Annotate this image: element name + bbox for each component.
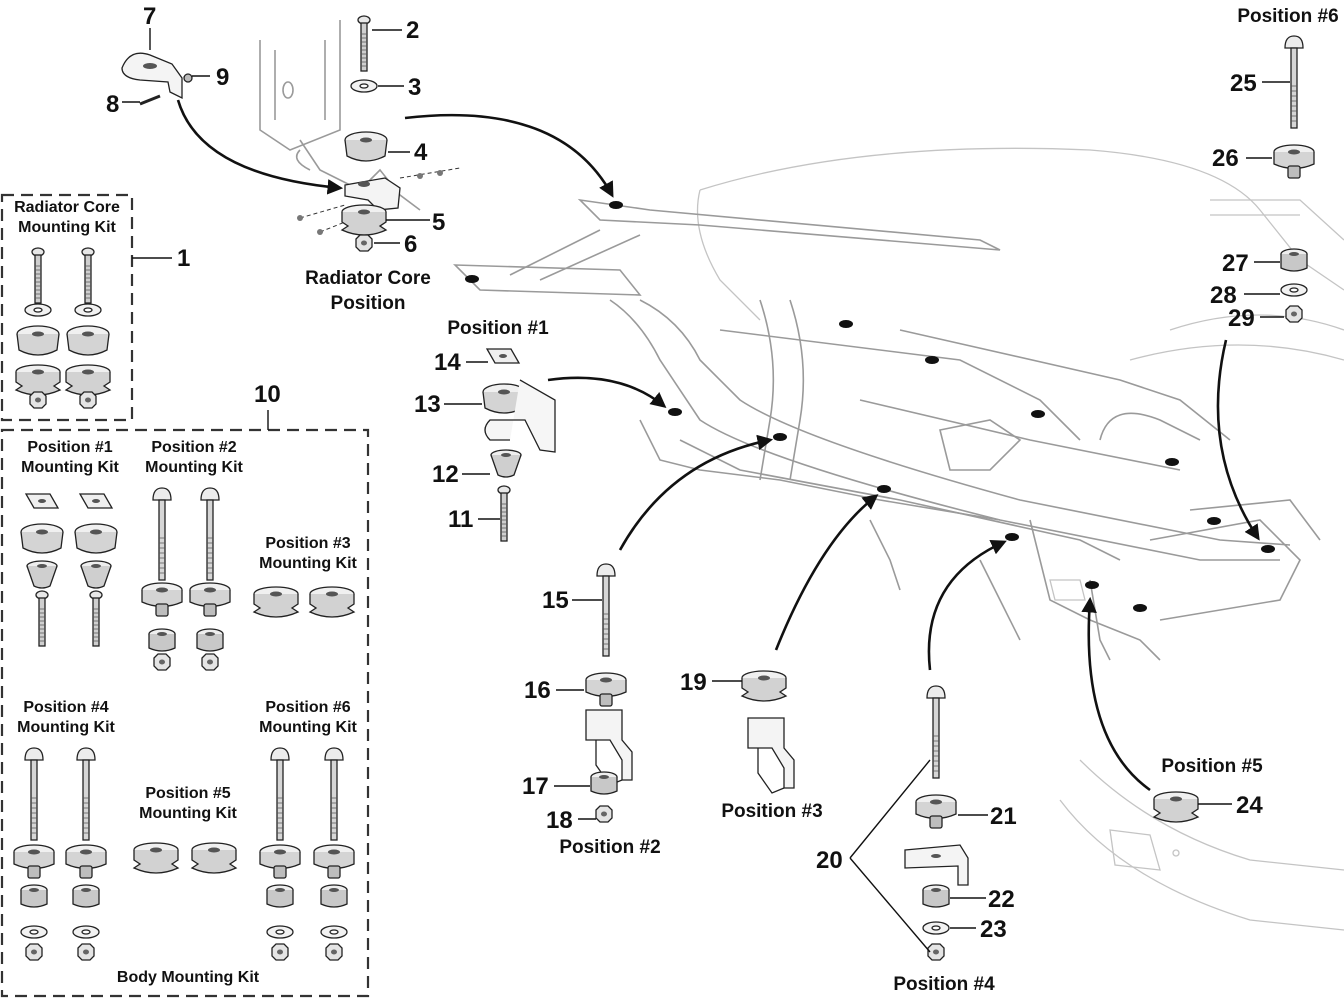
position-3-assembly: [741, 670, 795, 794]
radiator-kit-title-line1: Radiator Core: [14, 199, 120, 216]
radiator-position-label-line1: Radiator Core: [305, 268, 431, 289]
position-6-label: Position #6: [1237, 6, 1338, 27]
kit4-title-line1: Position #4: [23, 699, 108, 716]
callout-3: 3: [408, 74, 421, 101]
kit5-title-line1: Position #5: [145, 785, 230, 802]
text-labels: Radiator Core Mounting Kit Radiator Core…: [14, 6, 1339, 995]
kit5-title-line2: Mounting Kit: [139, 805, 237, 822]
body-mounting-kit-title: Body Mounting Kit: [117, 969, 260, 986]
callout-19: 19: [680, 669, 707, 696]
callout-numbers: 1 2 3 4 5 6 7 8 9 10 11 12 13 14 15 16 1…: [106, 3, 1263, 943]
callout-24: 24: [1236, 792, 1263, 819]
radiator-core-assembly: [121, 15, 461, 252]
position-1-label: Position #1: [447, 318, 549, 339]
callout-4: 4: [414, 139, 428, 166]
kit-position-5-contents: [133, 842, 237, 874]
callout-10: 10: [254, 381, 281, 408]
kit2-title-line2: Mounting Kit: [145, 459, 243, 476]
callout-27: 27: [1222, 250, 1249, 277]
kit6-title-line2: Mounting Kit: [259, 719, 357, 736]
position-5-label: Position #5: [1161, 756, 1263, 777]
callout-18: 18: [546, 807, 573, 834]
position-6-assembly: [1273, 35, 1315, 323]
callout-16: 16: [524, 677, 551, 704]
callout-17: 17: [522, 773, 549, 800]
callout-28: 28: [1210, 282, 1237, 309]
callout-6: 6: [404, 231, 417, 258]
callout-14: 14: [434, 349, 461, 376]
callout-12: 12: [432, 461, 459, 488]
callout-22: 22: [988, 886, 1015, 913]
position-4-label: Position #4: [893, 974, 995, 995]
kit3-title-line2: Mounting Kit: [259, 555, 357, 572]
position-2-assembly: [585, 563, 633, 823]
kit2-title-line1: Position #2: [151, 439, 236, 456]
radiator-position-label-line2: Position: [331, 293, 406, 314]
callout-11: 11: [448, 506, 473, 533]
callout-7: 7: [143, 3, 156, 30]
kit-position-6-contents: [259, 747, 355, 961]
callout-26: 26: [1212, 145, 1239, 172]
kit-position-2-contents: [141, 487, 231, 671]
callout-25: 25: [1230, 70, 1257, 97]
radiator-kit-contents: [15, 247, 111, 409]
callout-23: 23: [980, 916, 1007, 943]
radiator-kit-title-line2: Mounting Kit: [18, 219, 116, 236]
kit3-title-line1: Position #3: [265, 535, 350, 552]
callout-29: 29: [1228, 305, 1255, 332]
callout-5: 5: [432, 209, 445, 236]
kit-position-1-contents: [20, 493, 118, 647]
kit-position-4-contents: [13, 747, 107, 961]
callout-2: 2: [406, 17, 419, 44]
kit6-title-line1: Position #6: [265, 699, 350, 716]
position-1-assembly: [482, 348, 556, 542]
position-3-label: Position #3: [721, 801, 822, 822]
kit1-title-line2: Mounting Kit: [21, 459, 119, 476]
radiator-core-kit-box: [0, 193, 134, 422]
callout-21: 21: [990, 803, 1017, 830]
body-mounting-kit-box: [0, 428, 370, 998]
kit4-title-line2: Mounting Kit: [17, 719, 115, 736]
position-5-assembly: [1153, 791, 1199, 823]
position-4-assembly: [904, 685, 969, 961]
kit1-title-line1: Position #1: [27, 439, 112, 456]
callout-8: 8: [106, 91, 119, 118]
kit-position-3-contents: [253, 586, 355, 618]
callout-9: 9: [216, 64, 229, 91]
position-2-label: Position #2: [559, 837, 660, 858]
vehicle-frame-illustration: [259, 20, 1344, 931]
leader-lines: [122, 28, 1290, 953]
callout-13: 13: [414, 391, 441, 418]
callout-15: 15: [542, 587, 569, 614]
callout-20: 20: [816, 847, 843, 874]
callout-1: 1: [177, 245, 190, 272]
flow-arrows: [176, 99, 1260, 792]
